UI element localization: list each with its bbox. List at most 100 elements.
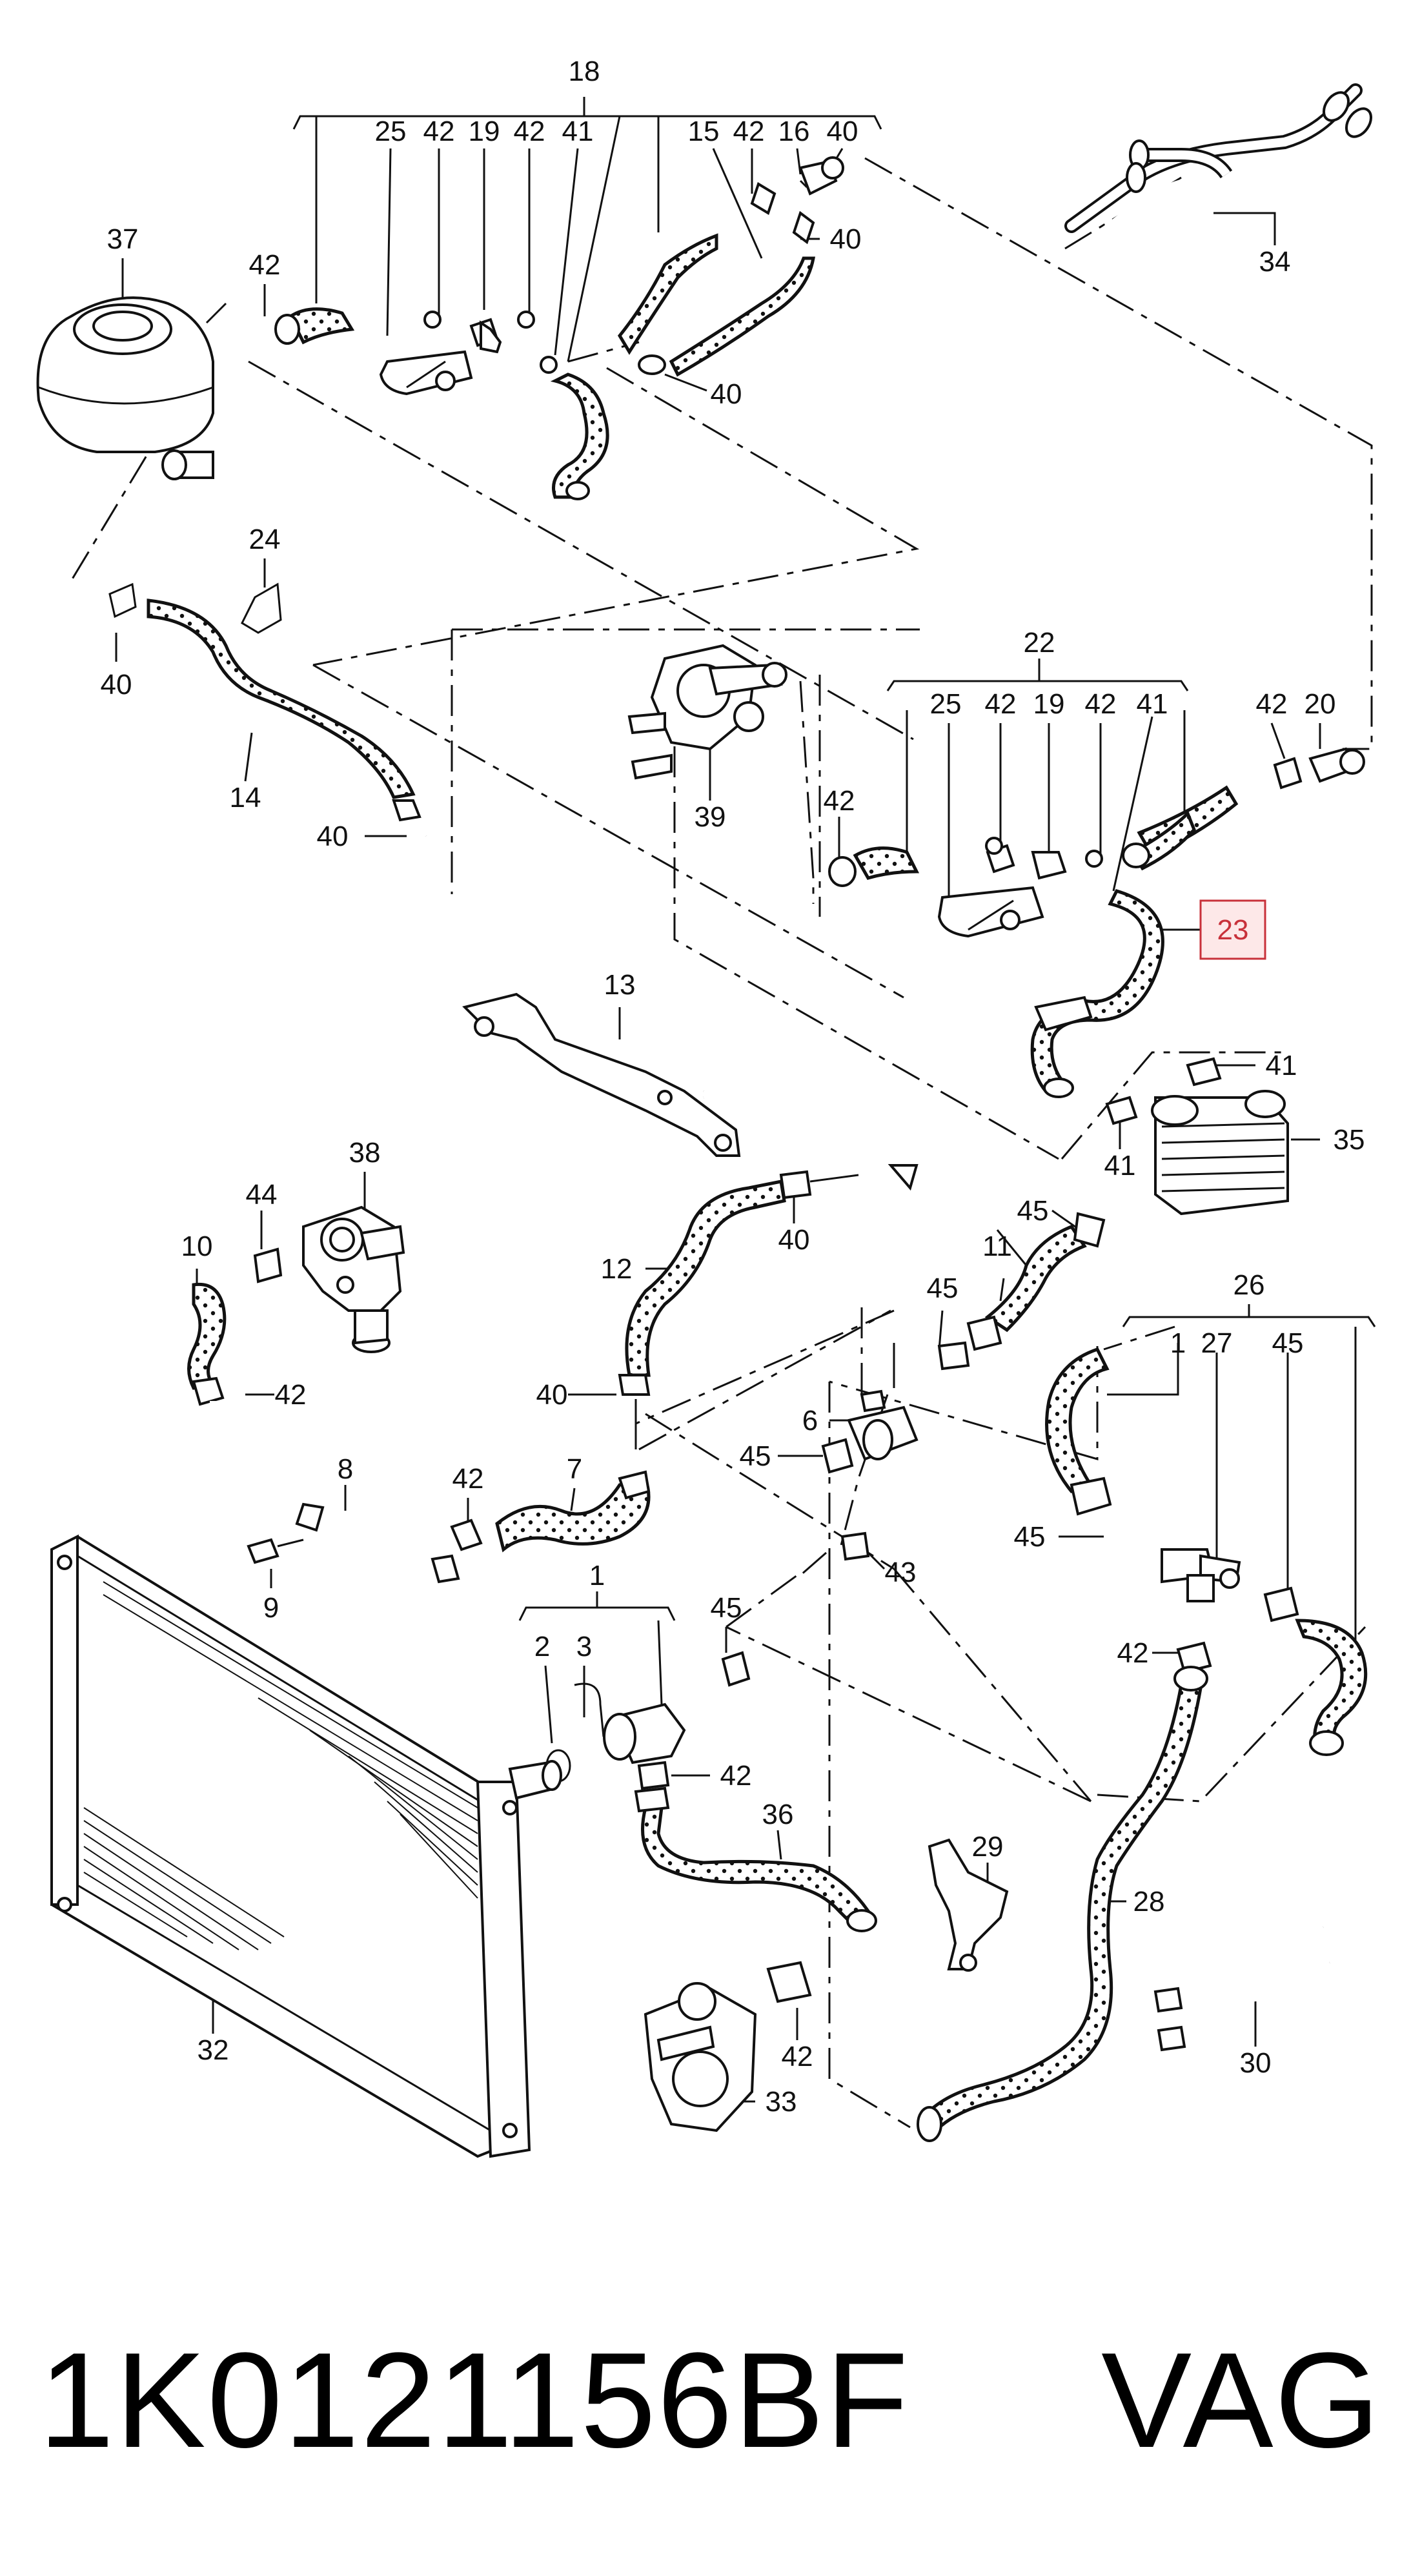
hose-group-26: [1045, 1347, 1368, 1756]
oil-cooler-35: [1105, 1057, 1289, 1216]
callout-25: 25: [375, 116, 407, 147]
callout-42: 42: [1085, 688, 1117, 720]
callout-45: 45: [927, 1273, 959, 1304]
hose-group-22: [828, 747, 1365, 1098]
hose-14: [108, 582, 706, 1094]
callout-38: 38: [349, 1137, 381, 1169]
hose-group-18: [274, 156, 844, 500]
brand-label: VAG: [1101, 2324, 1381, 2476]
connector-group-1: [545, 1651, 751, 1790]
callout-41: 41: [1104, 1150, 1136, 1181]
callout-19: 19: [1033, 688, 1065, 720]
hose-12: [618, 1170, 859, 1396]
callout-45: 45: [1017, 1195, 1049, 1227]
callout-42: 42: [275, 1379, 307, 1411]
callout-45: 45: [711, 1592, 742, 1624]
callout-45: 45: [740, 1440, 771, 1472]
callout-16: 16: [778, 116, 810, 147]
callout-40: 40: [317, 821, 349, 852]
callout-36: 36: [762, 1799, 794, 1830]
callout-25: 25: [930, 688, 962, 720]
bracket-29: [928, 1838, 1009, 1972]
callout-42: 42: [733, 116, 765, 147]
callout-23: 23: [1217, 914, 1249, 946]
callout-labels: 18 25 42 19 42 41 15 42 16 40 40 34 37 4…: [101, 56, 1365, 2118]
callout-22: 22: [1024, 627, 1055, 659]
callout-27: 27: [1201, 1327, 1233, 1359]
callout-42: 42: [249, 249, 281, 281]
callout-41: 41: [1266, 1050, 1297, 1081]
assembly-lines: [70, 157, 1373, 2129]
callout-23-highlight-box: [1199, 899, 1266, 960]
callout-42: 42: [1256, 688, 1288, 720]
valve-38: [302, 1205, 405, 1353]
callout-11: 11: [982, 1231, 1012, 1262]
callout-44: 44: [246, 1179, 278, 1211]
callout-43: 43: [885, 1557, 917, 1588]
callout-40: 40: [778, 1224, 810, 1256]
expansion-tank-37: [36, 296, 227, 480]
callout-34: 34: [1259, 246, 1291, 278]
callout-42: 42: [1117, 1637, 1149, 1669]
callout-42: 42: [985, 688, 1017, 720]
callout-40: 40: [827, 116, 858, 147]
callout-45: 45: [1272, 1327, 1304, 1359]
callout-15: 15: [688, 116, 720, 147]
callout-28: 28: [1133, 1886, 1165, 1917]
callout-39: 39: [695, 801, 726, 833]
callout-2: 2: [534, 1631, 550, 1662]
hose-11: [937, 1212, 1106, 1371]
callout-29: 29: [972, 1831, 1004, 1863]
callout-9: 9: [263, 1592, 279, 1624]
callout-10: 10: [181, 1231, 213, 1262]
callout-13: 13: [604, 969, 636, 1001]
clip-44: [253, 1247, 283, 1283]
callout-6: 6: [802, 1405, 818, 1436]
callout-33: 33: [766, 2086, 797, 2118]
callout-30: 30: [1240, 2047, 1272, 2079]
callout-42: 42: [824, 785, 855, 817]
screw-9: [247, 1538, 304, 1564]
callout-1: 1: [589, 1560, 605, 1591]
callout-35: 35: [1334, 1124, 1365, 1156]
callout-1: 1: [1170, 1327, 1186, 1359]
callout-24: 24: [249, 524, 281, 555]
callout-7: 7: [567, 1453, 582, 1485]
callout-18: 18: [569, 56, 600, 87]
callout-3: 3: [576, 1631, 592, 1662]
callout-40: 40: [830, 223, 862, 255]
part-number: 1K0121156BF: [39, 2324, 909, 2476]
pump-33: [644, 1961, 812, 2132]
callout-19: 19: [469, 116, 500, 147]
callout-42: 42: [423, 116, 455, 147]
callout-41: 41: [562, 116, 594, 147]
hose-28: [917, 1666, 1208, 2142]
sensor-6: [821, 1389, 919, 1561]
callout-41: 41: [1137, 688, 1168, 720]
callout-42: 42: [782, 2041, 813, 2072]
pipe-bracket-13: [462, 992, 919, 1191]
hose-36: [634, 1786, 877, 1932]
pipe-assembly-34: [1064, 83, 1373, 256]
thermostat-housing-39: [627, 644, 787, 780]
callout-40: 40: [711, 378, 742, 410]
hose-7: [450, 1470, 651, 1553]
callout-40: 40: [536, 1379, 568, 1411]
callout-20: 20: [1304, 688, 1336, 720]
cable-ties-30: [1153, 1925, 1331, 2052]
callout-45: 45: [1014, 1521, 1046, 1553]
callout-37: 37: [107, 223, 139, 255]
callout-40: 40: [101, 669, 132, 700]
leader-lines: [115, 97, 1376, 2103]
hose-10: [187, 1282, 460, 1584]
callout-42: 42: [720, 1760, 752, 1792]
callout-26: 26: [1233, 1269, 1265, 1301]
callout-42: 42: [452, 1463, 484, 1495]
callout-14: 14: [230, 782, 261, 813]
callout-42: 42: [514, 116, 545, 147]
callout-8: 8: [338, 1453, 353, 1485]
callout-32: 32: [198, 2034, 229, 2066]
callout-12: 12: [601, 1253, 633, 1285]
radiator-32: [50, 1534, 562, 2158]
